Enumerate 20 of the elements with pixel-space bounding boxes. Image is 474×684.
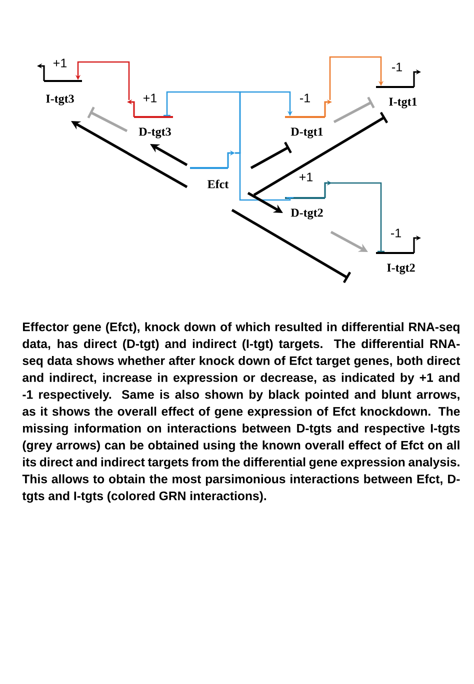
node-label: D-tgt1 <box>290 128 323 138</box>
node-label: I-tgt3 <box>46 94 74 106</box>
caption: Effector gene (Efct), knock down of which resulted in differential RNA-seq data, has direct (D-tgt) and indirect (I-tgt) targets. The differential RNA-seq data shows whether after knock down of Efct target genes, both direct and indirect, increase in expression or decrease, as indicated by +1 and -1 respectively. Same is also shown by black pointed and blunt arrows, as it shows the overall effect of gene expression of Efct knockdown. The missing information on interactions between D-tgts and respective I-tgts (grey arrows) can be obtained using the known overall effect of Efct on all its direct and indirect targets from the differential gene expression analysis. This allows to obtain the most parsimonious interactions between Efct, D-tgts and I-tgts (colored GRN interactions). <box>22 322 460 503</box>
node-label: -1 <box>390 228 401 238</box>
arrow <box>235 152 294 201</box>
arrow <box>331 182 384 252</box>
node-label: D-tgt2 <box>290 208 323 220</box>
node-label: +1 <box>299 172 313 182</box>
node-label: Efct <box>208 180 229 188</box>
arrow <box>333 96 375 124</box>
node-label: +1 <box>53 58 67 68</box>
node-label: I-tgt2 <box>387 264 415 274</box>
node-label: -1 <box>300 94 310 102</box>
node-label: +1 <box>143 94 157 102</box>
node-label: D-tgt3 <box>138 128 171 138</box>
arrow <box>87 106 128 132</box>
node-label: -1 <box>392 62 402 72</box>
node-label: I-tgt1 <box>389 98 417 108</box>
arrow <box>329 56 384 100</box>
arrow <box>250 142 292 170</box>
